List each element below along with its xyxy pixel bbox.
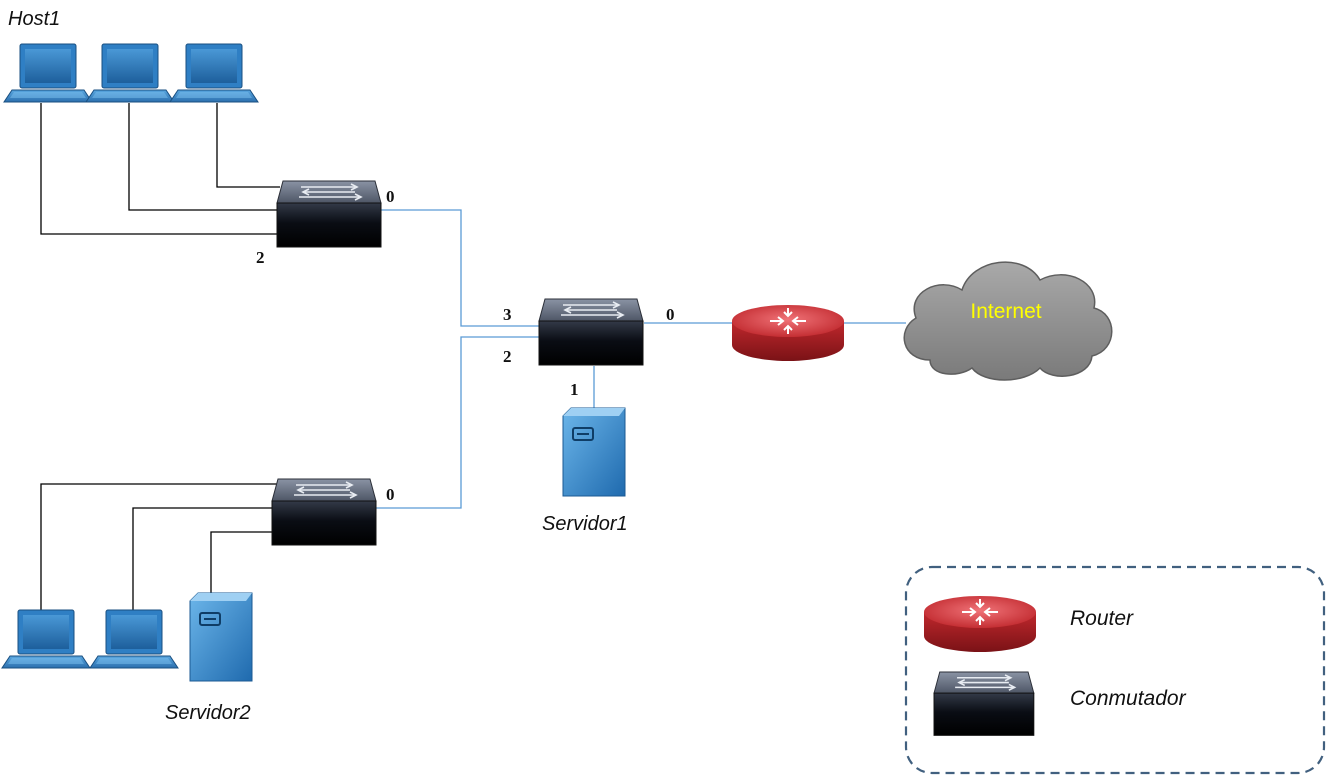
laptop-icon[interactable] — [1, 609, 91, 669]
router-icon — [923, 595, 1037, 653]
switch-icon[interactable] — [276, 180, 382, 248]
laptop-icon[interactable] — [85, 43, 175, 103]
legend-switch-label: Conmutador — [1070, 687, 1187, 710]
switch-icon[interactable] — [271, 478, 377, 546]
host1-label: Host1 — [8, 8, 60, 30]
router-icon[interactable] — [731, 304, 845, 362]
port-label: 0 — [666, 305, 675, 324]
internet-label: Internet — [970, 300, 1041, 323]
switch-icon — [933, 671, 1035, 737]
laptop-icon[interactable] — [89, 609, 179, 669]
server-icon[interactable] — [189, 592, 253, 682]
access-links-top — [40, 103, 280, 235]
servidor2-label: Servidor2 — [165, 702, 251, 724]
laptop-icon[interactable] — [169, 43, 259, 103]
port-label: 2 — [503, 347, 512, 366]
switch-icon[interactable] — [538, 298, 644, 366]
laptop-icon[interactable] — [3, 43, 93, 103]
port-label: 2 — [256, 248, 265, 267]
cloud-icon[interactable]: Internet — [903, 261, 1113, 381]
port-label: 1 — [570, 380, 579, 399]
legend: Router Conmutador — [904, 565, 1326, 775]
legend-router-label: Router — [1070, 607, 1134, 630]
port-label: 0 — [386, 485, 395, 504]
port-label: 0 — [386, 187, 395, 206]
access-links-bottom — [40, 483, 280, 610]
server-icon[interactable] — [562, 407, 626, 497]
servidor1-label: Servidor1 — [542, 513, 628, 535]
uplinks — [376, 209, 906, 509]
port-label: 3 — [503, 305, 512, 324]
